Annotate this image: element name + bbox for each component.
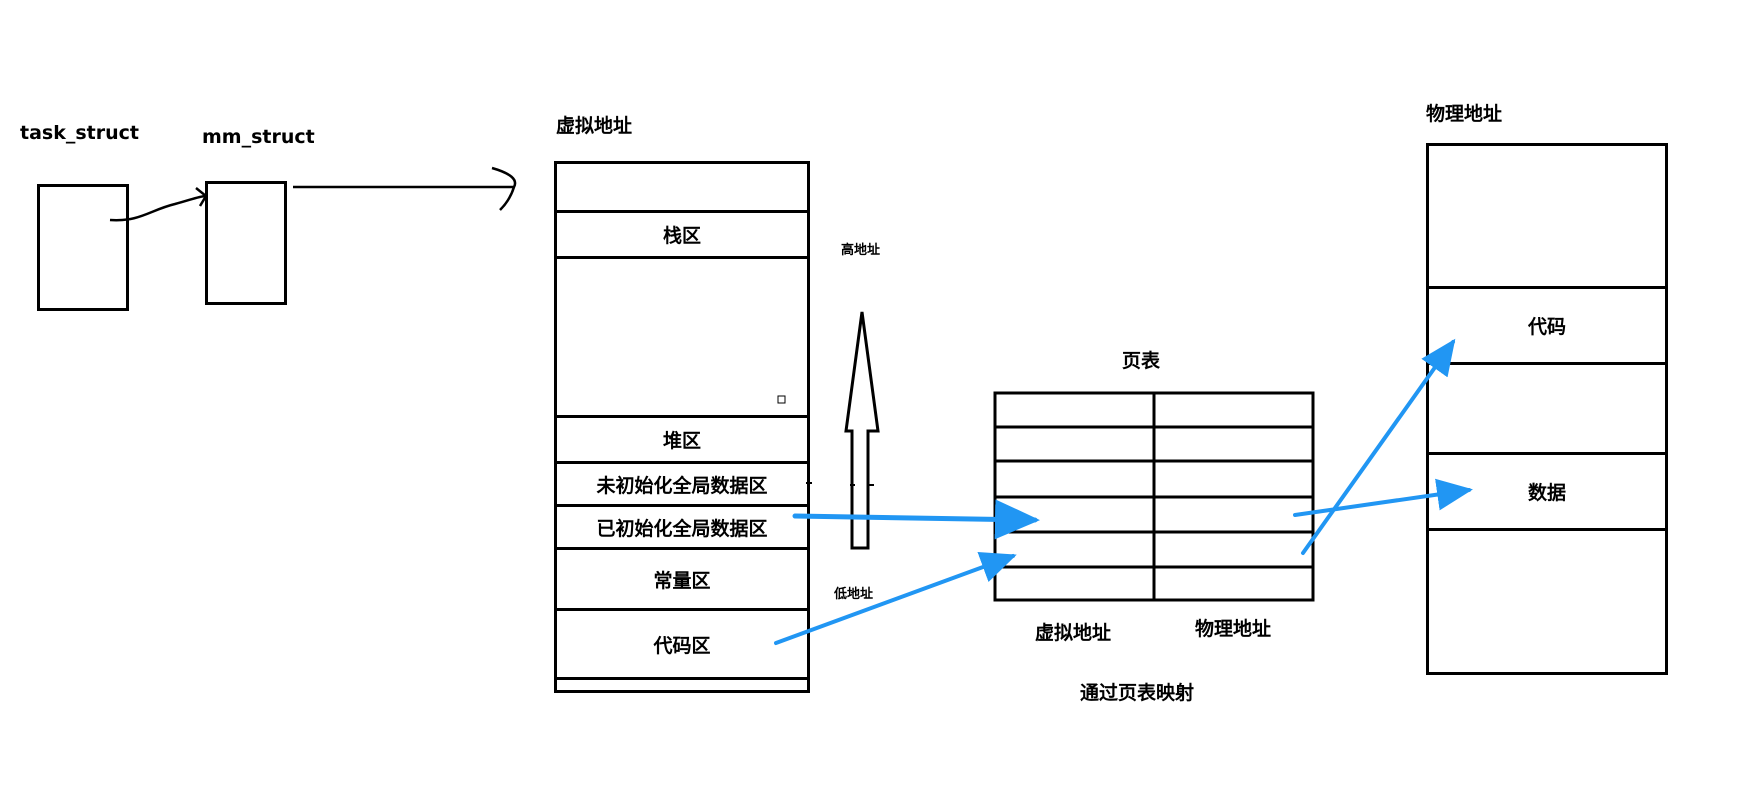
stack-region: 栈区 xyxy=(557,210,807,256)
task-struct-label: task_struct xyxy=(20,122,139,144)
stack-region-label: 栈区 xyxy=(662,225,701,247)
page-table-col-virtual: 虚拟地址 xyxy=(1035,622,1112,644)
physical-memory-title: 物理地址 xyxy=(1426,103,1503,125)
code-region-label: 代码区 xyxy=(653,634,711,657)
heap-region: 堆区 xyxy=(557,415,807,461)
task-struct-box xyxy=(37,184,129,311)
mm-to-virtual-arrow xyxy=(293,166,517,211)
page-table-col-physical: 物理地址 xyxy=(1195,618,1272,640)
mm-struct-box xyxy=(205,181,287,305)
mm-struct-label: mm_struct xyxy=(202,126,315,148)
stack-bottom-divider xyxy=(557,256,807,259)
address-direction-arrow xyxy=(844,311,880,550)
physical-memory: 代码 数据 xyxy=(1426,143,1668,675)
code-region: 代码区 xyxy=(557,608,807,677)
const-region-label: 常量区 xyxy=(653,569,711,592)
physical-code-region: 代码 xyxy=(1429,286,1665,362)
data-region-label: 已初始化全局数据区 xyxy=(596,517,768,540)
virtual-space-title: 虚拟地址 xyxy=(556,115,633,137)
page-table-title: 页表 xyxy=(1122,350,1161,372)
bottom-region xyxy=(557,677,807,693)
small-square-mark xyxy=(777,395,786,404)
data-region: 已初始化全局数据区 xyxy=(557,504,807,547)
tick-marks xyxy=(806,482,874,486)
heap-region-label: 堆区 xyxy=(662,430,701,452)
low-address-label: 低地址 xyxy=(834,587,874,602)
bss-region: 未初始化全局数据区 xyxy=(557,461,807,504)
page-table-grid xyxy=(993,391,1315,602)
arrow-code-to-pagetable xyxy=(774,552,1017,645)
physical-code-label: 代码 xyxy=(1527,316,1566,338)
arrow-data-to-pagetable xyxy=(792,499,1040,540)
const-region: 常量区 xyxy=(557,547,807,608)
page-table-caption: 通过页表映射 xyxy=(1080,682,1195,704)
mapping-arrows xyxy=(774,338,1473,645)
task-to-mm-connector xyxy=(109,187,208,222)
arrow-pagetable-to-physical-data xyxy=(1293,478,1473,517)
high-address-label: 高地址 xyxy=(841,243,881,258)
arrow-pagetable-to-physical-code xyxy=(1301,338,1456,555)
physical-data-label: 数据 xyxy=(1527,482,1566,504)
bss-region-label: 未初始化全局数据区 xyxy=(596,474,768,497)
physical-gap-region xyxy=(1429,362,1665,452)
virtual-address-space: 栈区 堆区 未初始化全局数据区 已初始化全局数据区 常量区 代码区 xyxy=(554,161,810,693)
physical-free-region xyxy=(1429,528,1665,675)
physical-data-region: 数据 xyxy=(1429,452,1665,528)
